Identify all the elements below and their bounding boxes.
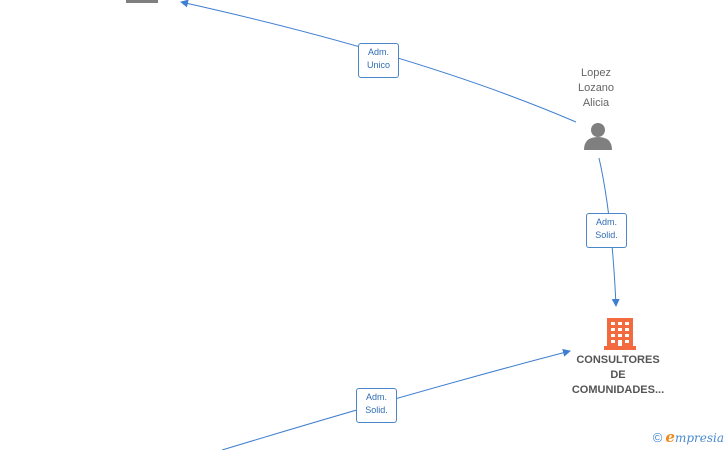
edge-adm-solid-2 bbox=[221, 348, 571, 450]
person-name-line: Lozano bbox=[577, 82, 615, 94]
edge-label-line: Solid. bbox=[595, 230, 618, 240]
building-icon[interactable] bbox=[604, 318, 636, 350]
empresia-watermark: ©empresia bbox=[653, 428, 724, 446]
company-name-line: COMUNIDADES... bbox=[571, 384, 665, 396]
edge-adm-unico bbox=[180, 0, 577, 123]
edge-label-line: Adm. bbox=[595, 217, 617, 227]
edge-label-adm-solid-1[interactable]: Adm. Solid. bbox=[586, 213, 627, 248]
person-name-line: Alicia bbox=[582, 97, 610, 109]
edge-label-line: Solid. bbox=[365, 405, 388, 415]
building-icon[interactable] bbox=[126, 0, 158, 3]
edge-label-adm-solid-2[interactable]: Adm. Solid. bbox=[356, 388, 397, 423]
edge-label-line: Unico bbox=[366, 60, 390, 70]
brand-initial: e bbox=[665, 428, 675, 446]
company-name-line: DE bbox=[610, 369, 626, 381]
edge-label-line: Adm. bbox=[367, 47, 389, 57]
brand-name: mpresia bbox=[674, 431, 724, 445]
person-icon[interactable] bbox=[584, 123, 612, 150]
person-name-label[interactable]: Lopez Lozano Alicia bbox=[556, 66, 636, 111]
edge-label-adm-unico[interactable]: Adm. Unico bbox=[358, 43, 399, 78]
copyright-symbol: © bbox=[652, 430, 663, 445]
edge-label-line: Adm. bbox=[365, 392, 387, 402]
company-name-label[interactable]: CONSULTORES DE COMUNIDADES... bbox=[558, 353, 678, 398]
person-name-line: Lopez bbox=[581, 67, 611, 79]
company-name-line: CONSULTORES bbox=[576, 354, 660, 366]
